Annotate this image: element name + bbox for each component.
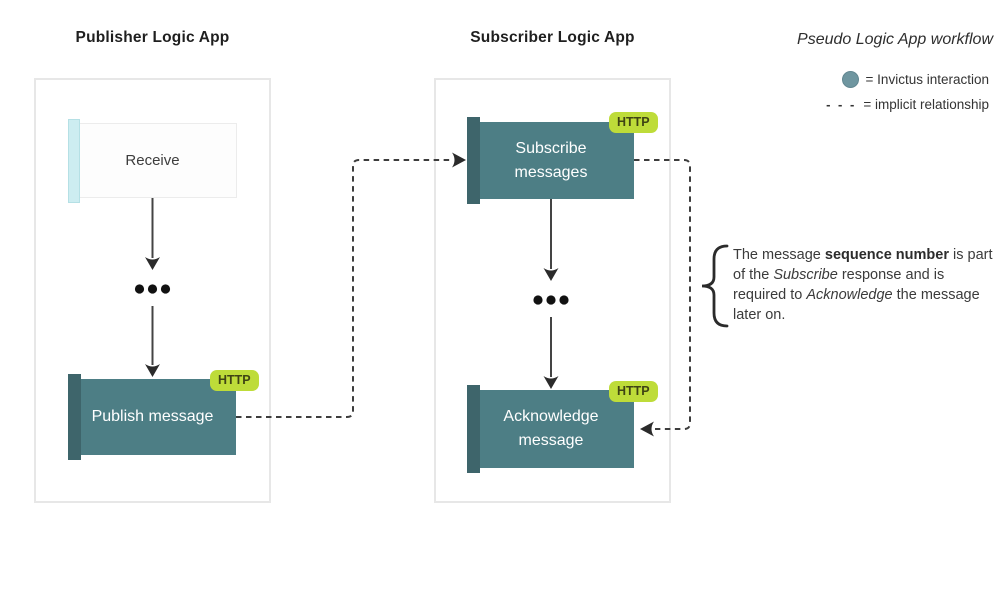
annotation-text: The message sequence number is part of t… [733, 245, 995, 325]
publish-message-node: Publish message [69, 379, 236, 455]
receive-node: Receive [68, 123, 237, 198]
annotation-bold-sequence-number: sequence number [824, 247, 949, 263]
curly-brace-icon [701, 244, 729, 328]
annotation-segment: the message later on. [733, 287, 980, 323]
http-badge-subscribe: HTTP [609, 112, 658, 133]
http-badge-acknowledge: HTTP [609, 381, 658, 402]
acknowledge-node-accent-strip [467, 385, 480, 473]
publish-message-label: Publish message [91, 408, 214, 425]
invictus-circle-icon [841, 71, 859, 88]
annotation-segment: The message [733, 247, 825, 263]
annotation-segment: response and is required to [733, 267, 945, 303]
subscribe-messages-label: Subscribe messages [514, 139, 588, 181]
subscribe-messages-node: Subscribe messages [468, 122, 634, 199]
legend-item-invictus: = Invictus interaction [824, 71, 989, 88]
legend-item-implicit: - - - = implicit relationship [824, 97, 989, 112]
receive-node-label: Receive [125, 152, 180, 169]
publish-node-accent-strip [68, 374, 81, 460]
subscriber-title: Subscriber Logic App [470, 29, 635, 46]
legend-invictus-label: = Invictus interaction [865, 72, 989, 87]
annotation-italic-acknowledge: Acknowledge [806, 287, 893, 303]
acknowledge-message-label: Acknowledge message [503, 408, 599, 449]
dashed-line-icon: - - - [826, 97, 857, 112]
annotation-segment: is part of the [733, 247, 993, 283]
legend-symbol-cell [827, 71, 859, 88]
http-badge-publish: HTTP [210, 370, 259, 391]
legend-implicit-label: = implicit relationship [863, 97, 989, 112]
subscribe-node-accent-strip [467, 117, 480, 204]
receive-node-accent-strip [68, 119, 80, 203]
annotation-italic-subscribe: Subscribe [773, 267, 838, 283]
legend: = Invictus interaction - - - = implicit … [824, 71, 989, 112]
acknowledge-message-node: Acknowledge message [468, 390, 634, 468]
legend-title: Pseudo Logic App workflow [797, 31, 993, 48]
publisher-title: Publisher Logic App [75, 29, 230, 46]
